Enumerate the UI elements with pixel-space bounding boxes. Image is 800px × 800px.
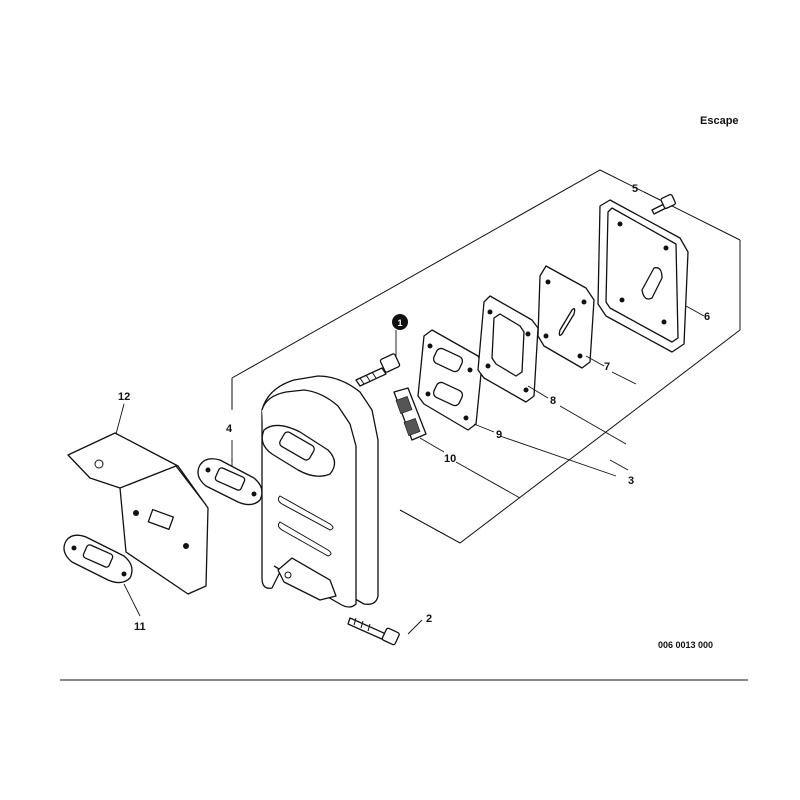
part-10-screen — [393, 387, 427, 441]
callouts: 1 2 3 4 5 6 7 8 9 10 11 12 — [118, 183, 710, 633]
callout-7: 7 — [604, 361, 610, 373]
part-4-gasket — [197, 458, 263, 506]
part-3-muffler-body — [261, 375, 379, 608]
part-8-gasket — [477, 295, 539, 403]
section-title: Escape — [700, 115, 739, 127]
part-1-screw — [355, 330, 401, 387]
part-7-plate — [537, 265, 595, 369]
callout-9: 9 — [496, 429, 502, 441]
callout-3: 3 — [628, 475, 634, 487]
callout-4: 4 — [226, 423, 233, 435]
callout-1: 1 — [397, 318, 402, 328]
part-12-bracket — [67, 432, 209, 595]
callout-1-badge — [392, 314, 408, 330]
callout-6: 6 — [704, 311, 710, 323]
callout-10: 10 — [444, 453, 456, 465]
leader-lines — [115, 191, 705, 635]
callout-2: 2 — [426, 613, 432, 625]
callout-8: 8 — [550, 395, 556, 407]
part-6-cover — [597, 199, 689, 353]
assembly-frame — [231, 169, 741, 544]
callout-11: 11 — [134, 621, 146, 633]
callout-12: 12 — [118, 391, 130, 403]
part-11-gasket — [63, 534, 133, 584]
part-2-screw — [347, 617, 400, 646]
part-9-gasket — [417, 329, 483, 431]
callout-5: 5 — [632, 183, 638, 195]
drawing-number: 006 0013 000 — [658, 640, 713, 650]
part-5-screw — [651, 193, 676, 215]
